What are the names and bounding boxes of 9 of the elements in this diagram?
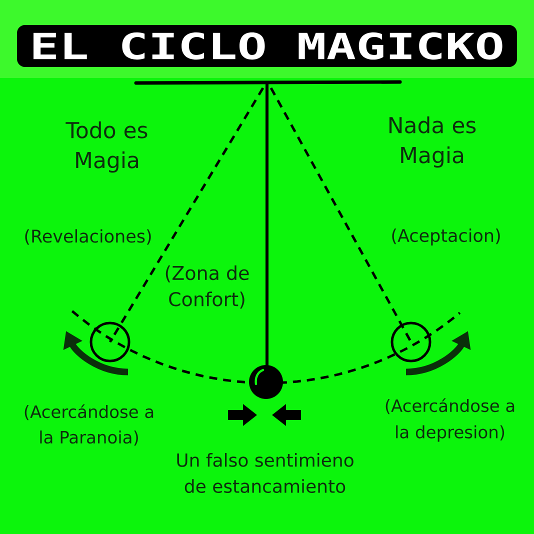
title-banner: EL CICLO MAGICKO	[17, 25, 517, 67]
state-label: (Acercándose a la Paranoia)	[24, 404, 154, 446]
state-heading: Nada es Magia	[389, 116, 476, 168]
state-label: (Revelaciones)	[25, 229, 151, 245]
state-heading: Todo es Magia	[66, 121, 148, 173]
state-label: (Acercándose a la depresion)	[386, 398, 514, 442]
caption-text: Un falso sentimieno de estancamiento	[177, 453, 354, 494]
zone-label: (Zona de Confort)	[166, 265, 249, 309]
state-label: (Aceptacion)	[392, 228, 500, 246]
